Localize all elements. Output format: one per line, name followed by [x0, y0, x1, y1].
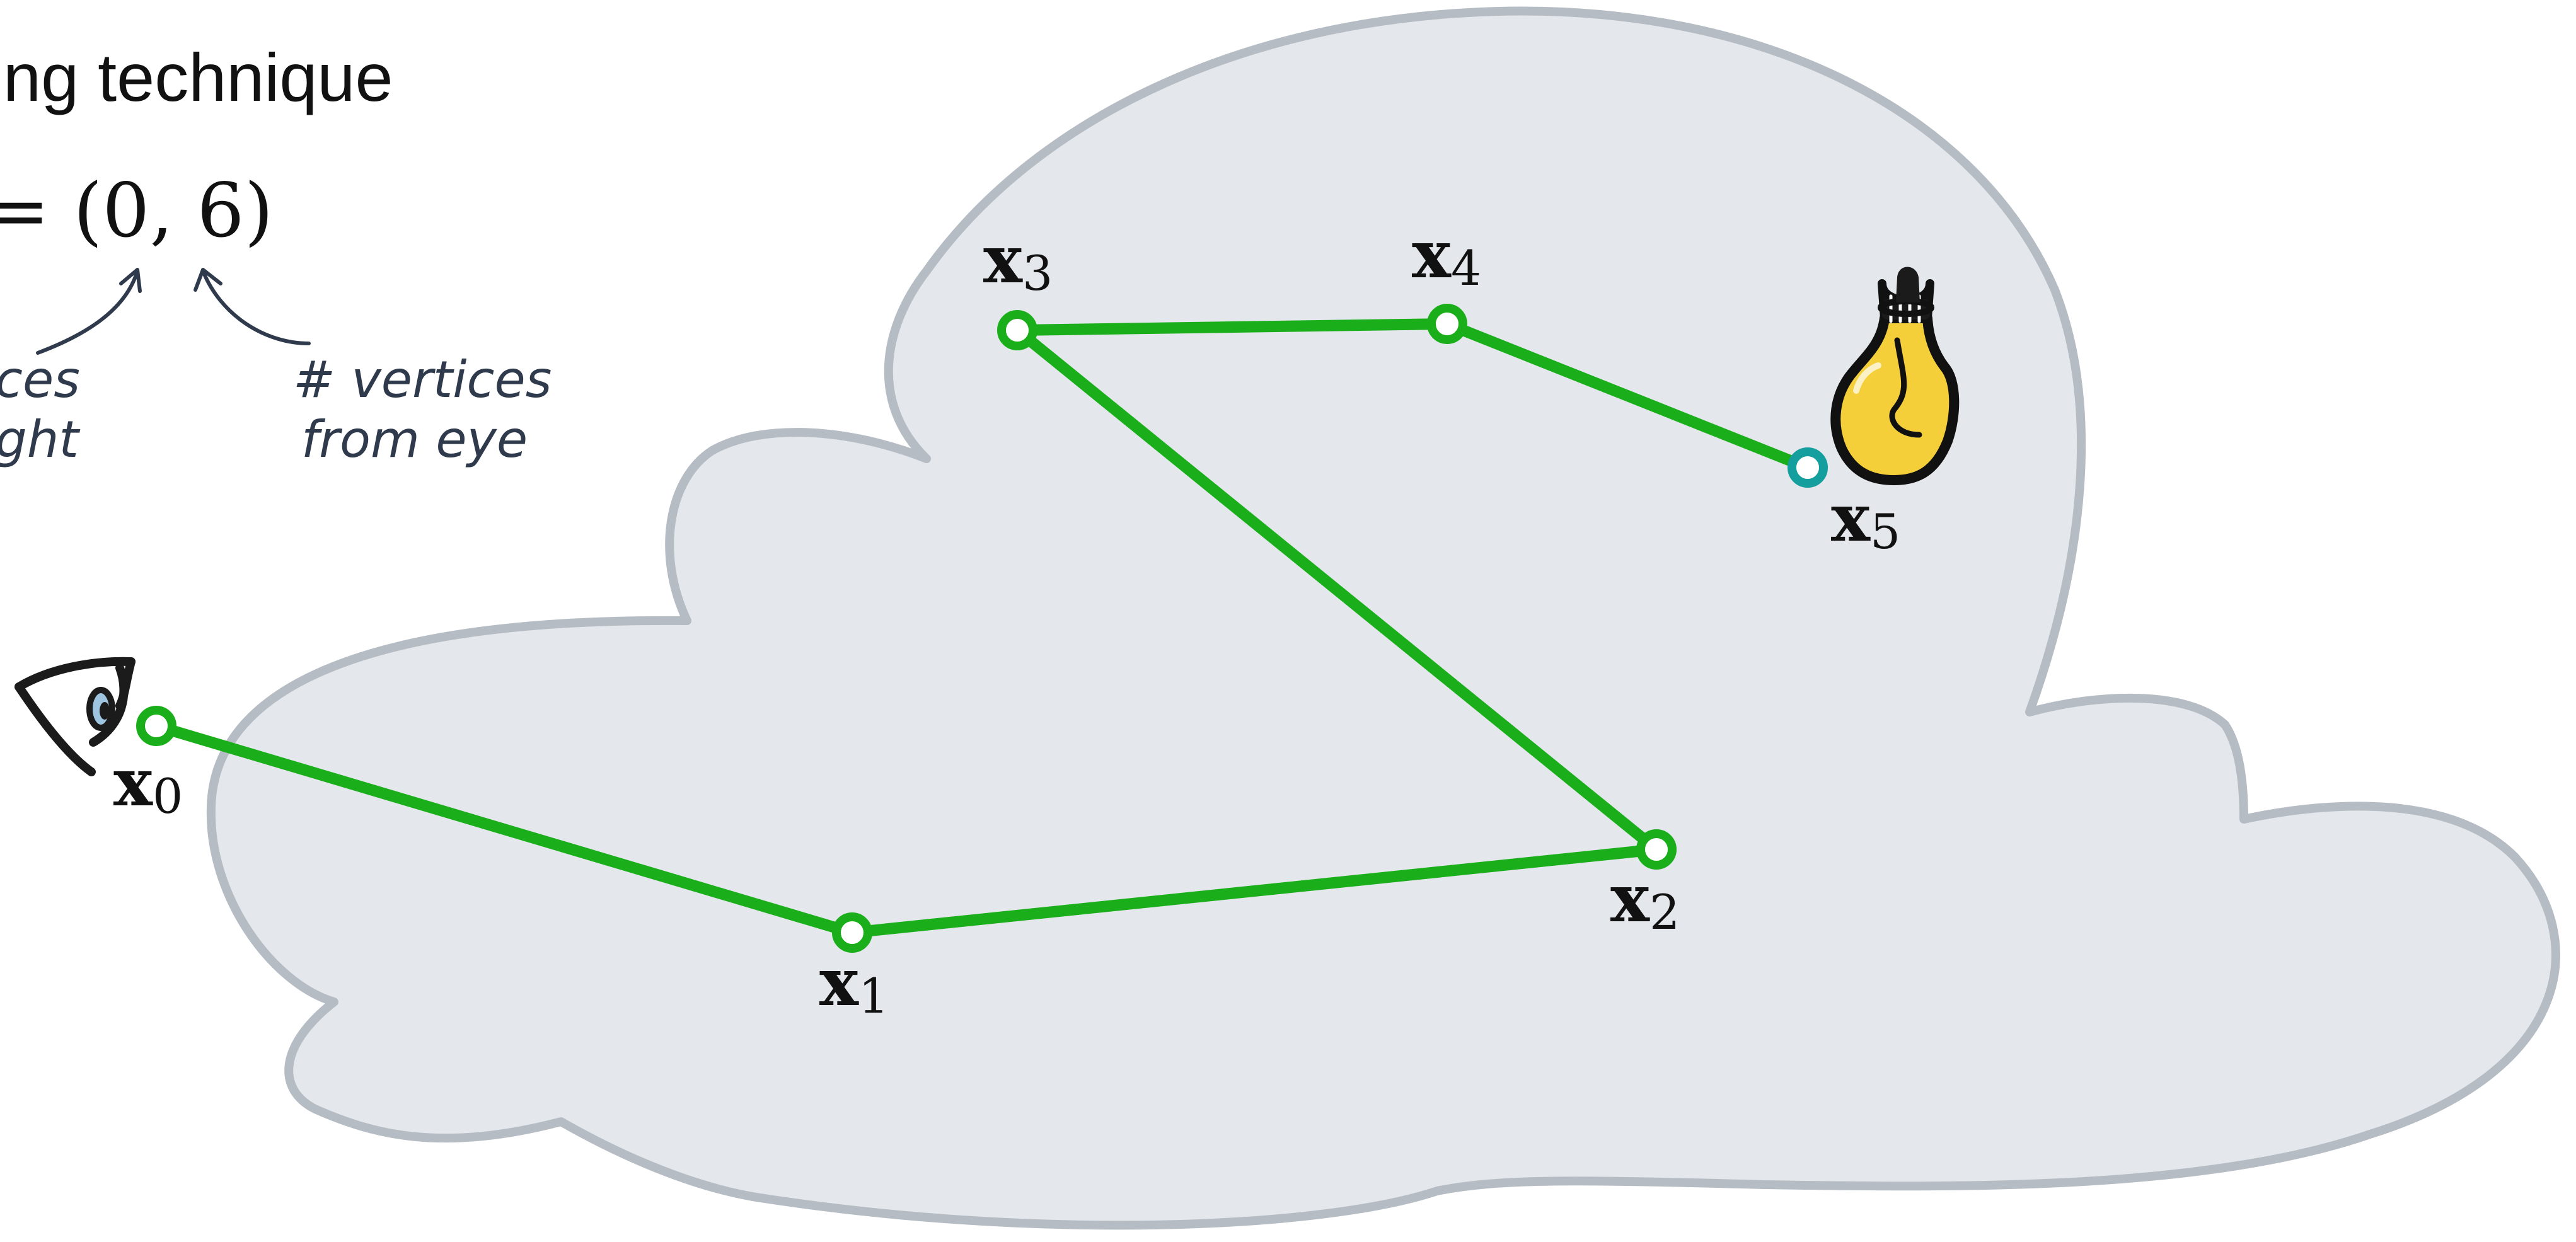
vertex-x2 — [1636, 829, 1677, 870]
eye-icon — [14, 657, 136, 776]
vertex-x0 — [136, 706, 176, 746]
note-right-line1: # vertices — [293, 350, 552, 409]
formula: = (0, 6) — [0, 167, 274, 254]
light-path — [151, 318, 1813, 938]
note-right-line2: from eye — [301, 410, 528, 469]
vertex-x1 — [832, 912, 872, 953]
light-bulb-icon — [1830, 267, 1960, 485]
path-segment-1-2 — [846, 844, 1662, 938]
arrow-right-head — [193, 268, 222, 292]
path-segment-3-4 — [1012, 318, 1453, 336]
arrow-right-curve — [201, 269, 311, 345]
arrow-left-head — [119, 268, 142, 293]
title: ng technique — [3, 39, 393, 115]
vertex-label-x1: x1 — [819, 943, 889, 1024]
vertex-label-x0: x0 — [113, 744, 183, 824]
path-segment-0-1 — [151, 720, 858, 938]
arrow-left-curve — [36, 269, 139, 355]
vertex-x3 — [997, 310, 1037, 350]
path-segment-4-5 — [1441, 318, 1813, 473]
annotation-arrows — [36, 268, 311, 355]
vertex-label-x2: x2 — [1610, 860, 1680, 940]
vertex-label-x3: x3 — [983, 221, 1053, 301]
note-left-line1: ces — [0, 350, 80, 409]
vertex-label-x4: x4 — [1412, 216, 1481, 296]
vertex-label-x5: x5 — [1831, 479, 1900, 560]
vertex-x4 — [1427, 304, 1467, 344]
path-segment-2-3 — [1012, 325, 1662, 855]
vertex-x5 — [1788, 447, 1828, 488]
note-left-line2: ght — [0, 410, 80, 469]
path-vertices — [136, 304, 1828, 953]
medium-cloud — [206, 6, 2560, 1230]
